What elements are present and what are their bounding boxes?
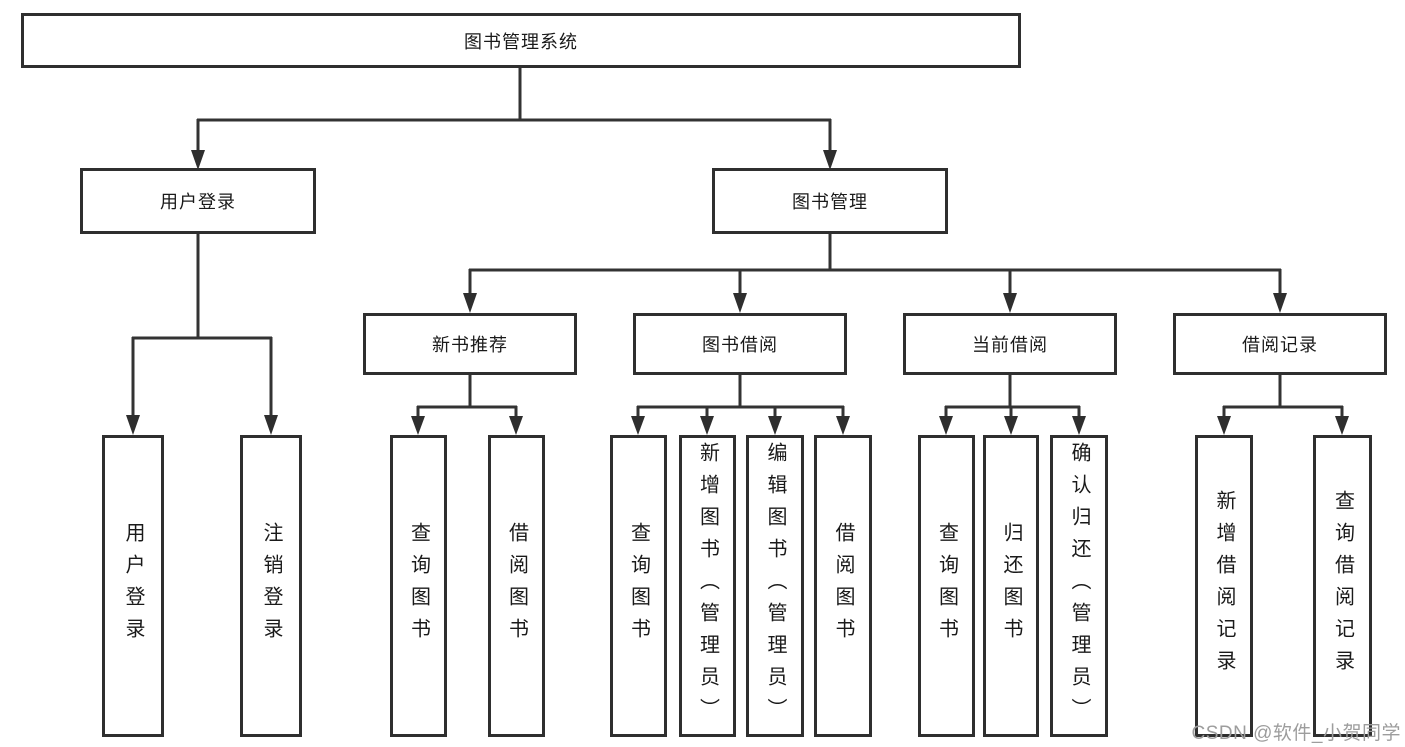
- node-current-borrow: 当前借阅: [903, 313, 1117, 375]
- node-book-borrow: 图书借阅: [633, 313, 847, 375]
- leaf-user-login: 用户登录: [102, 435, 164, 737]
- node-current-borrow-label: 当前借阅: [972, 335, 1048, 355]
- leaf-edit-books-admin: 编辑图书（管理员）: [746, 435, 804, 737]
- leaf-add-borrow-record: 新增借阅记录: [1195, 435, 1253, 737]
- leaf-borrow-query-books-label: 查询图书: [627, 522, 650, 650]
- leaf-recommend-borrow-books: 借阅图书: [488, 435, 545, 737]
- node-new-book-recommend: 新书推荐: [363, 313, 577, 375]
- node-book-management: 图书管理: [712, 168, 948, 234]
- leaf-borrow-books: 借阅图书: [814, 435, 872, 737]
- leaf-query-borrow-record: 查询借阅记录: [1313, 435, 1372, 737]
- leaf-user-login-label: 用户登录: [122, 522, 144, 650]
- leaf-logout: 注销登录: [240, 435, 302, 737]
- leaf-recommend-query-books: 查询图书: [390, 435, 447, 737]
- leaf-confirm-return-admin-label: 确认归还（管理员）: [1068, 442, 1090, 730]
- leaf-current-query-books-label: 查询图书: [935, 522, 958, 650]
- leaf-recommend-borrow-books-label: 借阅图书: [505, 522, 528, 650]
- node-root-label: 图书管理系统: [464, 31, 578, 52]
- node-user-login-label: 用户登录: [160, 192, 236, 212]
- leaf-borrow-books-label: 借阅图书: [832, 522, 854, 650]
- node-book-management-label: 图书管理: [792, 192, 868, 212]
- leaf-confirm-return-admin: 确认归还（管理员）: [1050, 435, 1108, 737]
- node-root-library-management-system: 图书管理系统: [21, 13, 1021, 68]
- csdn-watermark: CSDN @软件_小贺同学: [1191, 723, 1401, 744]
- node-user-login: 用户登录: [80, 168, 316, 234]
- node-borrow-records: 借阅记录: [1173, 313, 1387, 375]
- leaf-add-books-admin-label: 新增图书（管理员）: [696, 442, 719, 730]
- leaf-return-books-label: 归还图书: [1000, 522, 1022, 650]
- leaf-recommend-query-books-label: 查询图书: [407, 522, 430, 650]
- leaf-add-borrow-record-label: 新增借阅记录: [1213, 490, 1235, 682]
- node-book-borrow-label: 图书借阅: [702, 335, 778, 355]
- node-new-book-recommend-label: 新书推荐: [432, 335, 508, 355]
- leaf-borrow-query-books: 查询图书: [610, 435, 667, 737]
- node-borrow-records-label: 借阅记录: [1242, 335, 1318, 355]
- leaf-current-query-books: 查询图书: [918, 435, 975, 737]
- leaf-return-books: 归还图书: [983, 435, 1039, 737]
- leaf-query-borrow-record-label: 查询借阅记录: [1331, 490, 1354, 682]
- leaf-edit-books-admin-label: 编辑图书（管理员）: [764, 442, 786, 730]
- leaf-add-books-admin: 新增图书（管理员）: [679, 435, 736, 737]
- leaf-logout-label: 注销登录: [260, 522, 282, 650]
